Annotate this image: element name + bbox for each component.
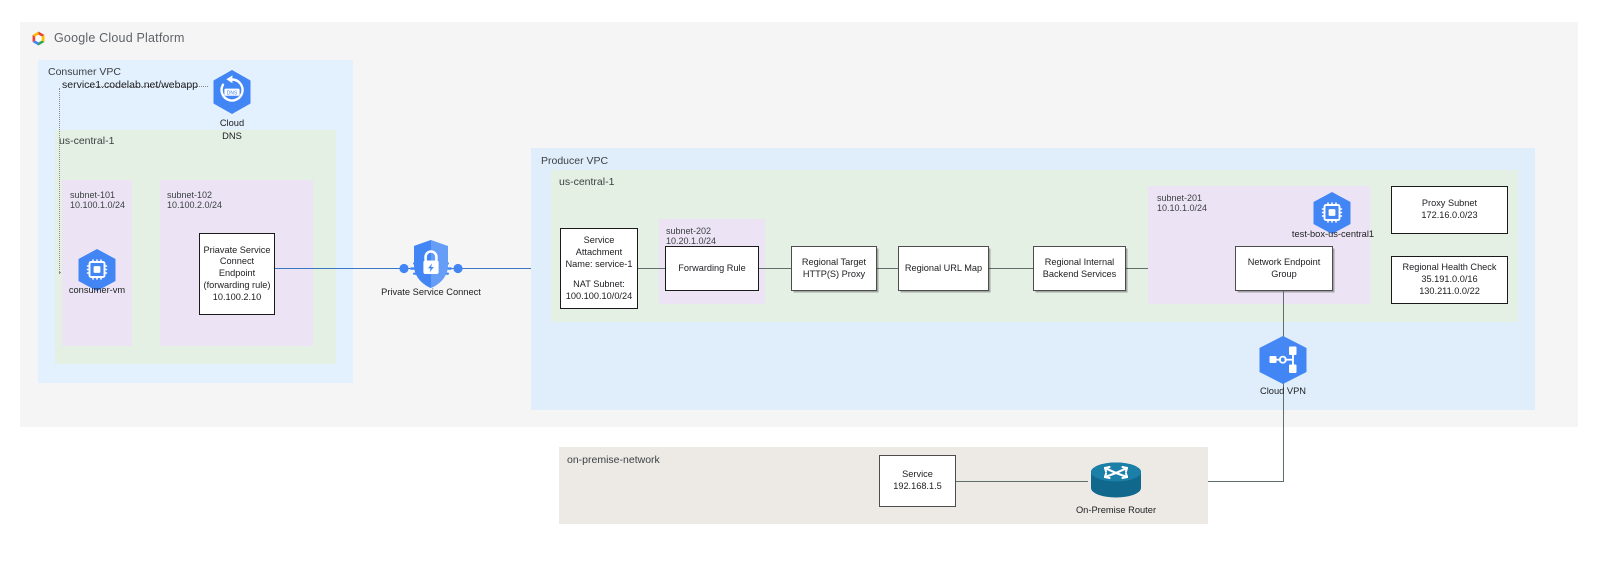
health-check-line2: 35.191.0.0/16 (1421, 274, 1478, 285)
connector-proxy-to-urlmap (877, 268, 898, 269)
connector-urlmap-to-backend (989, 268, 1033, 269)
service-attachment-line2: Attachment (575, 246, 623, 257)
health-check-line3: 130.211.0.0/22 (1419, 285, 1480, 296)
dns-record-label: service1.codelab.net/webapp (62, 79, 199, 91)
service-attachment-line4: NAT Subnet: (573, 279, 625, 290)
connector-neg-to-vpn (1283, 291, 1284, 339)
neg-line2: Group (1271, 268, 1297, 279)
dns-record-connector-vertical (59, 88, 60, 274)
regional-backend-services-line2: Backend Services (1042, 268, 1117, 279)
connector-vpn-to-router-vertical (1283, 383, 1284, 481)
subnet-101-name: subnet-101 (70, 190, 116, 200)
regional-health-check-node[interactable]: Regional Health Check 35.191.0.0/16 130.… (1391, 256, 1508, 304)
regional-target-proxy-node[interactable]: Regional Target HTTP(S) Proxy (791, 246, 877, 291)
psc-endpoint-line3: (forwarding rule) (203, 279, 271, 290)
regional-backend-services-line1: Regional Internal (1044, 256, 1115, 267)
network-endpoint-group-node[interactable]: Network Endpoint Group (1235, 246, 1333, 291)
connector-service-to-router (956, 481, 1088, 482)
consumer-vm-label: consumer-vm (68, 285, 126, 295)
psc-endpoint-node[interactable]: Priavate Service Connect Endpoint (forwa… (199, 233, 275, 315)
proxy-subnet-line1: Proxy Subnet (1421, 198, 1478, 209)
service-attachment-line5: 100.100.10/0/24 (565, 291, 633, 302)
on-premise-router-label: On-Premise Router (1075, 505, 1157, 515)
connector-fr-to-proxy (759, 268, 792, 269)
private-service-connect-shield-icon[interactable] (398, 238, 464, 298)
service-attachment-line3: Name: service-1 (565, 258, 633, 269)
regional-url-map-label: Regional URL Map (904, 262, 983, 273)
dns-record-connector (88, 86, 208, 87)
connector-sa-to-fr (638, 268, 665, 269)
psc-endpoint-line2: Connect Endpoint (218, 256, 256, 279)
producer-vpc-label: Producer VPC (541, 155, 609, 167)
regional-target-proxy-line2: HTTP(S) Proxy (802, 268, 866, 279)
cloud-dns-label-line2: DNS (222, 131, 242, 141)
consumer-region-label: us-central-1 (59, 135, 115, 147)
regional-backend-services-node[interactable]: Regional Internal Backend Services (1033, 246, 1126, 291)
producer-region-label: us-central-1 (559, 176, 615, 188)
service-attachment-node[interactable]: Service Attachment Name: service-1 NAT S… (560, 228, 638, 309)
proxy-subnet-line2: 172.16.0.0/23 (1421, 210, 1478, 220)
psc-link-right (452, 268, 559, 270)
forwarding-rule-node[interactable]: Forwarding Rule (665, 246, 759, 291)
psc-endpoint-line4: 10.100.2.10 (212, 291, 262, 302)
compute-engine-vm-icon[interactable] (76, 248, 118, 292)
gcp-brand-title: Google Cloud Platform (54, 31, 185, 45)
on-premise-service-line2: 192.168.1.5 (893, 481, 942, 491)
cloud-vpn-icon[interactable] (1256, 335, 1310, 385)
service-attachment-line1: Service (583, 235, 615, 245)
svg-text:DNS: DNS (227, 90, 238, 96)
subnet-202-name: subnet-202 (666, 226, 712, 236)
cloud-dns-icon[interactable]: DNS (211, 69, 253, 115)
on-premise-router-icon[interactable] (1087, 461, 1145, 501)
cloud-vpn-label: Cloud VPN (1260, 386, 1306, 396)
proxy-subnet-node[interactable]: Proxy Subnet 172.16.0.0/23 (1391, 186, 1508, 234)
subnet-102-cidr: 10.100.2.0/24 (167, 200, 223, 210)
subnet-101-cidr: 10.100.1.0/24 (70, 200, 126, 210)
neg-line1: Network Endpoint (1247, 256, 1321, 267)
subnet-202-cidr: 10.20.1.0/24 (666, 236, 717, 246)
forwarding-rule-label: Forwarding Rule (678, 262, 746, 273)
private-service-connect-label: Private Service Connect (381, 287, 481, 297)
google-cloud-hexagon-icon (30, 30, 47, 47)
consumer-vpc-label: Consumer VPC (48, 66, 121, 78)
subnet-102-name: subnet-102 (167, 190, 213, 200)
on-premise-service-line1: Service (902, 469, 933, 480)
health-check-line1: Regional Health Check (1402, 262, 1497, 273)
subnet-201-name: subnet-201 (1157, 193, 1203, 203)
on-premise-service-node[interactable]: Service 192.168.1.5 (879, 455, 956, 507)
test-box-vm-icon[interactable] (1311, 191, 1353, 235)
test-box-label: test-box-us-central1 (1291, 229, 1375, 239)
subnet-201-cidr: 10.10.1.0/24 (1157, 203, 1208, 213)
gcp-brand-header: Google Cloud Platform (30, 28, 290, 48)
regional-url-map-node[interactable]: Regional URL Map (898, 246, 989, 291)
cloud-dns-label-line1: Cloud (219, 118, 245, 128)
regional-target-proxy-line1: Regional Target (801, 256, 867, 267)
on-premise-network-label: on-premise-network (567, 454, 660, 466)
psc-endpoint-line1: Priavate Service (203, 244, 271, 255)
psc-link-left (275, 268, 410, 270)
